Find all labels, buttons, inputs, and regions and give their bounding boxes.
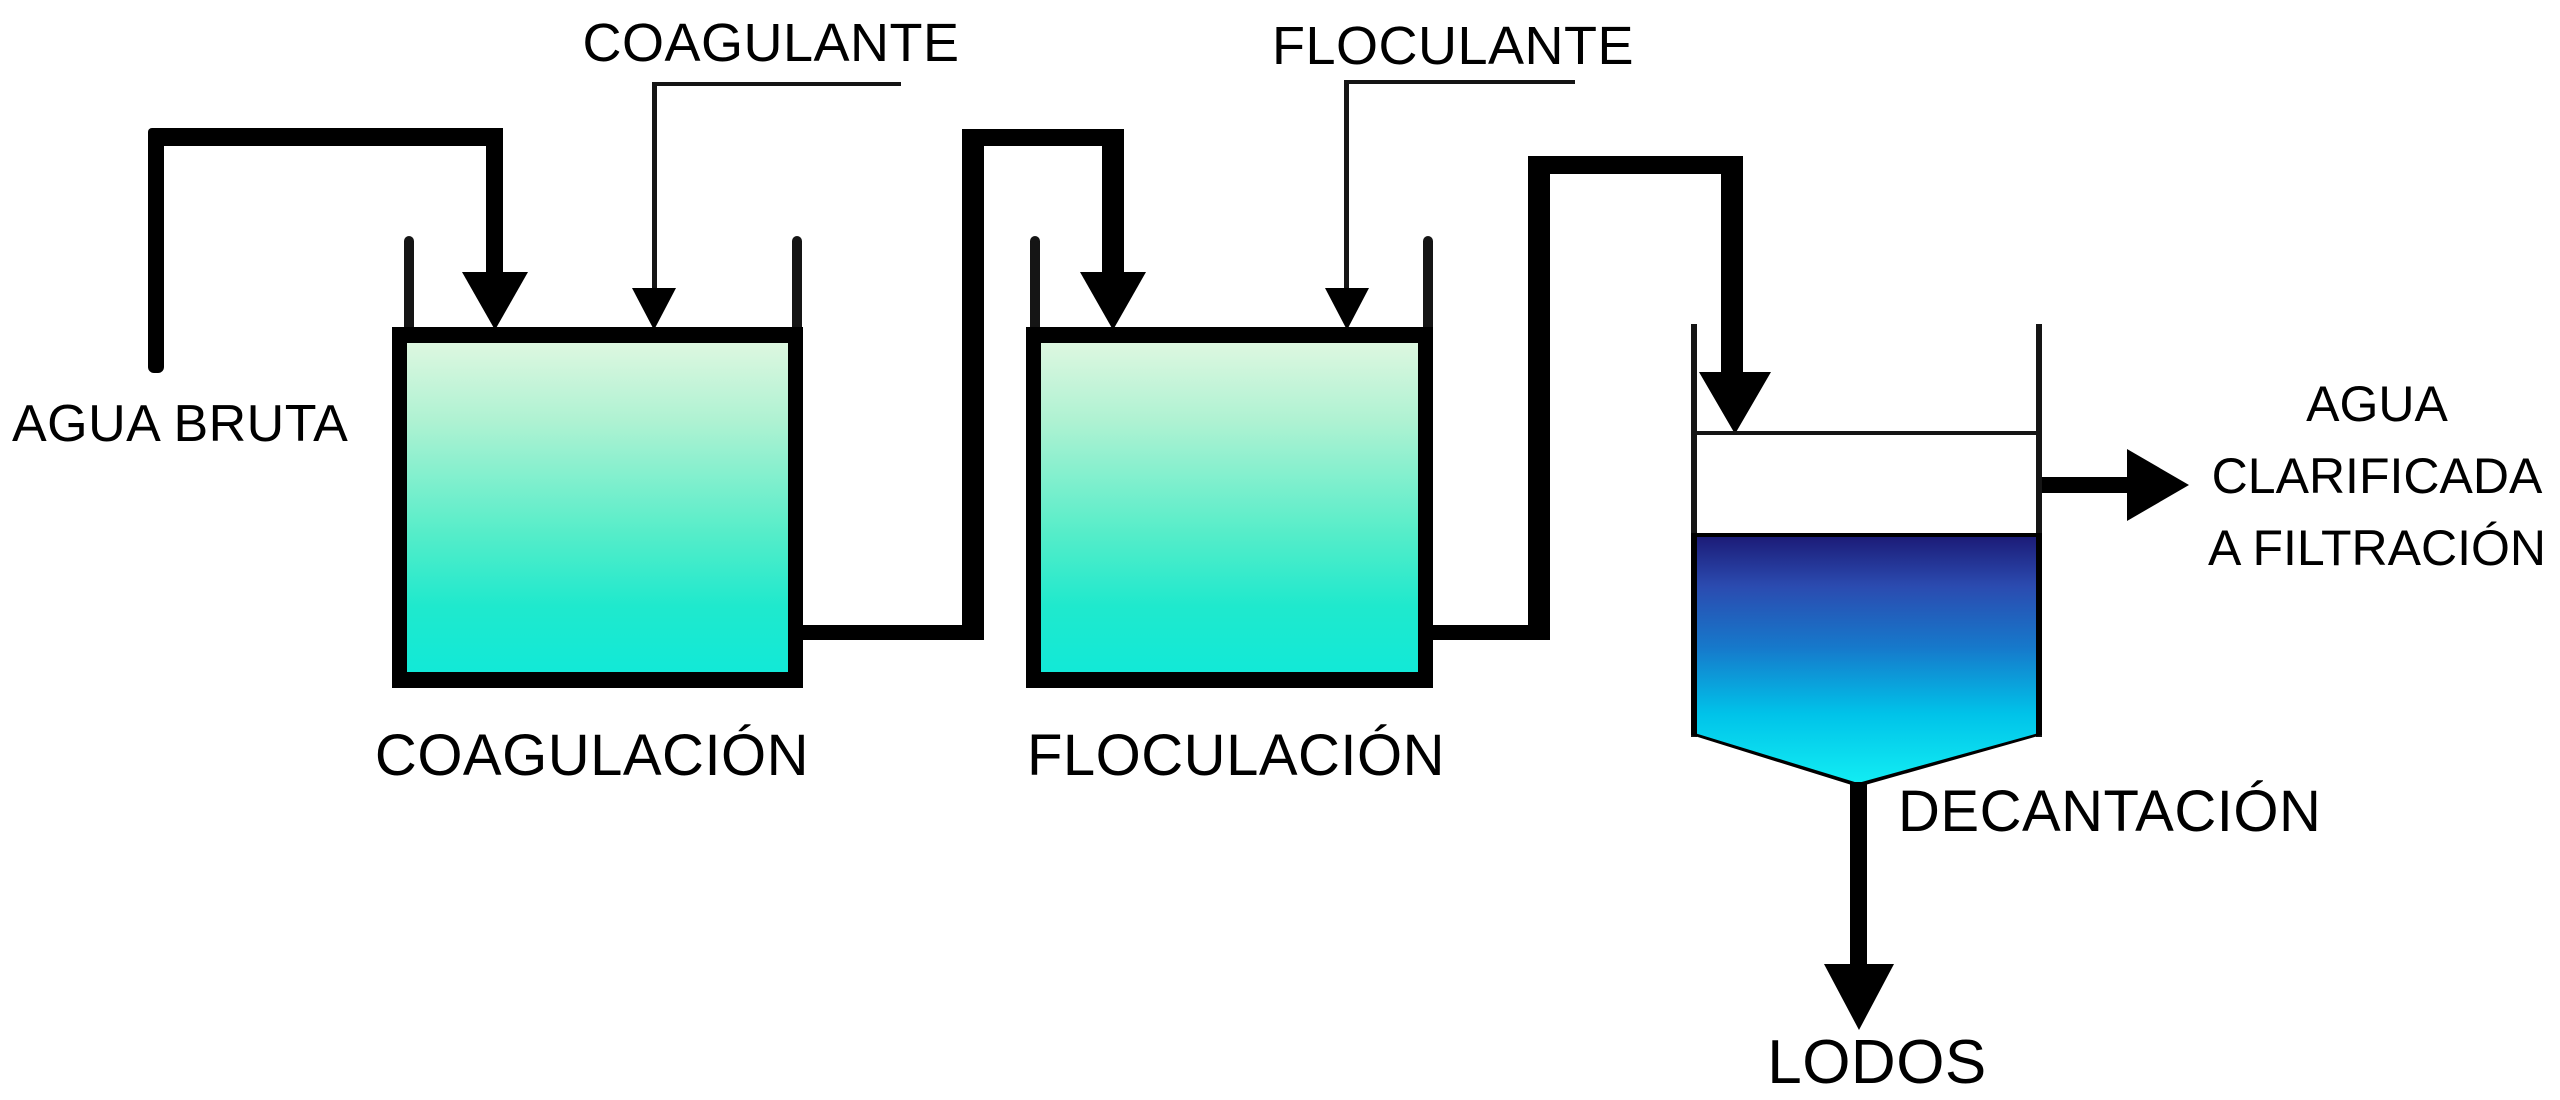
clarified-water-label-line2: CLARIFICADA: [2211, 448, 2543, 504]
coagulation-tank-left-stub: [404, 236, 414, 336]
decanter-inlet-arrow-icon: [1699, 372, 1771, 434]
coagulation-tank-bottom: [392, 672, 803, 688]
coagulant-label: COAGULANTE: [582, 13, 960, 73]
raw-water-pipe-down: [486, 128, 503, 278]
flocculant-feed-line: [1344, 80, 1349, 288]
raw-water-label: AGUA BRUTA: [12, 395, 349, 453]
clarified-water-label-line3: A FILTRACIÓN: [2207, 520, 2547, 576]
coagulation-tank-wall-left: [392, 343, 407, 688]
flocculant-label: FLOCULANTE: [1271, 16, 1635, 76]
pipe-floc-to-decant-outlet: [1433, 625, 1550, 640]
coagulation-label: COAGULACIÓN: [374, 723, 810, 788]
pipe-floc-to-decant-riser: [1528, 156, 1550, 640]
clarified-outlet-pipe: [2042, 477, 2127, 493]
decanter-wall-right: [2036, 324, 2042, 737]
floc-tank-water: [1041, 343, 1418, 672]
flocculation-label: FLOCULACIÓN: [1026, 723, 1446, 788]
flocculant-feed-arrow-icon: [1325, 288, 1369, 330]
coagulant-feed-arrow-icon: [632, 288, 676, 330]
coagulation-tank-waterline: [392, 327, 803, 343]
coagulant-underline: [653, 82, 901, 86]
coagulation-tank-wall-right: [788, 343, 803, 688]
floc-tank-wall-left: [1026, 343, 1041, 688]
raw-water-pipe-vertical: [148, 128, 164, 373]
pipe-coag-to-floc-down: [1102, 129, 1124, 279]
floc-tank-right-stub: [1423, 236, 1433, 336]
pipe-coag-to-floc-top: [962, 129, 1124, 146]
pipe-floc-to-decant-down: [1721, 156, 1743, 376]
decanter-settled-water: [1697, 537, 2036, 783]
sludge-outlet-pipe: [1850, 782, 1867, 967]
coagulant-feed-line: [652, 82, 657, 288]
floc-tank-wall-right: [1418, 343, 1433, 688]
decantation-label: DECANTACIÓN: [1898, 779, 2322, 844]
decanter-waterline: [1693, 431, 2038, 435]
floc-tank-bottom: [1026, 672, 1433, 688]
pipe-floc-to-decant-top: [1528, 156, 1743, 174]
flocculant-underline: [1346, 80, 1575, 84]
decanter-wall-left: [1691, 324, 1697, 737]
raw-water-inlet-arrow-icon: [462, 272, 528, 330]
clarified-water-label-line1: AGUA: [2306, 376, 2448, 432]
pipe-coag-to-floc-outlet: [803, 625, 984, 640]
coagulation-tank-water: [407, 343, 788, 672]
clarified-outlet-arrow-icon: [2127, 449, 2189, 521]
raw-water-pipe-top: [148, 128, 502, 146]
coagulation-tank-right-stub: [792, 236, 802, 336]
pipe-coag-to-floc-riser: [962, 129, 984, 640]
floc-tank-left-stub: [1030, 236, 1040, 336]
floc-tank-waterline: [1026, 327, 1433, 343]
floc-tank-inlet-arrow-icon: [1080, 272, 1146, 330]
sludge-outlet-arrow-icon: [1824, 964, 1894, 1030]
sludge-label: LODOS: [1767, 1028, 1987, 1097]
clarified-water-label: AGUA CLARIFICADA A FILTRACIÓN: [2208, 368, 2546, 584]
